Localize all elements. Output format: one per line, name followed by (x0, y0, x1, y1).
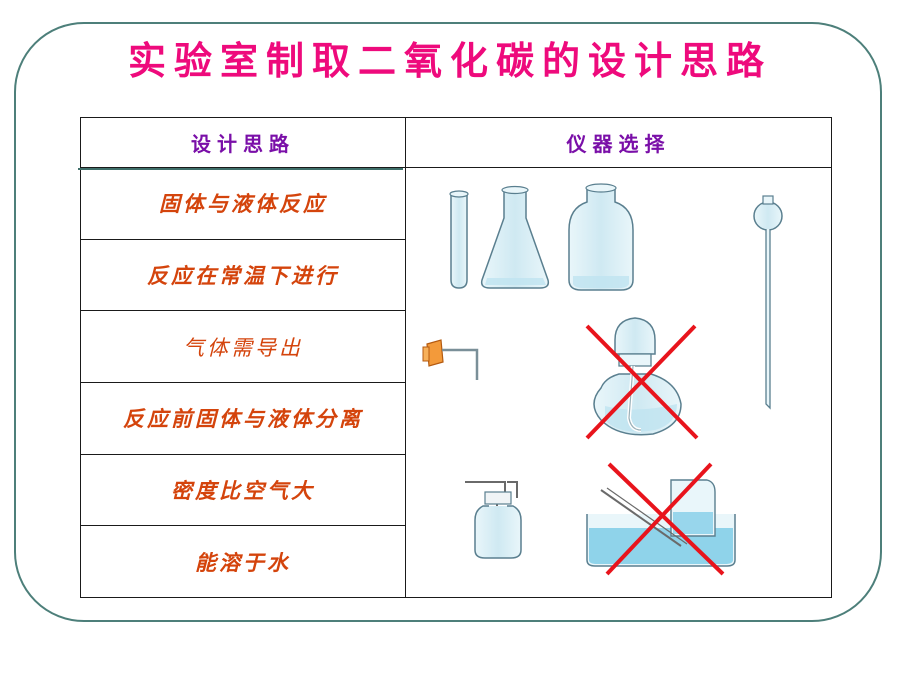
cross-mark-icon (605, 462, 725, 576)
header-divider (78, 168, 403, 170)
gas-washing-bottle-icon (465, 481, 522, 559)
alcohol-lamp-icon (585, 317, 699, 440)
slide-frame (14, 22, 882, 622)
long-neck-funnel-icon (753, 195, 783, 410)
design-idea-cell: 能溶于水 (80, 525, 406, 598)
design-idea-cell: 密度比空气大 (80, 453, 406, 527)
stopper-with-tube-icon (422, 339, 479, 380)
header-design-idea: 设计思路 (80, 117, 406, 168)
conical-flask-icon (480, 185, 550, 289)
wide-mouth-bottle-icon (568, 183, 634, 291)
table-row: 能溶于水 (80, 525, 832, 598)
test-tube-icon (449, 190, 469, 289)
design-idea-cell: 气体需导出 (80, 310, 406, 383)
design-idea-cell: 反应在常温下进行 (80, 238, 406, 312)
table-row: 反应在常温下进行 (80, 238, 832, 312)
slide-title: 实验室制取二氧化碳的设计思路 (127, 39, 772, 83)
table-row: 气体需导出 (80, 310, 832, 383)
water-trough-collection-icon (586, 462, 736, 576)
design-idea-cell: 反应前固体与液体分离 (80, 381, 406, 455)
cross-mark-icon (585, 324, 699, 440)
apparatus-illustrations (422, 183, 783, 576)
table-row: 反应前固体与液体分离 (80, 381, 832, 455)
header-apparatus: 仪器选择 (405, 117, 832, 168)
table-header-row: 设计思路 仪器选择 (80, 117, 832, 168)
design-idea-cell: 固体与液体反应 (80, 167, 406, 240)
